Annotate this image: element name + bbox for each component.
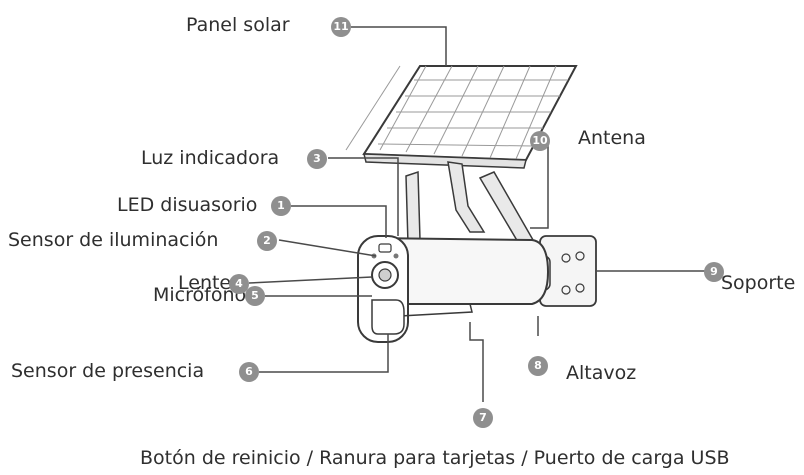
label-microfono: Micrófono [153,284,247,306]
camera-body-drawing [357,235,550,343]
badge-1: 1 [271,196,291,216]
panel-arm [447,161,486,233]
label-luz-indicadora: Luz indicadora [141,147,280,169]
label-led-disuasorio: LED disuasorio [117,194,258,216]
badge-11: 11 [331,17,351,37]
leader-lines [248,26,706,402]
solar-panel-drawing [345,65,578,169]
badge-6: 6 [239,362,259,382]
badge-2: 2 [257,231,277,251]
badge-3: 3 [307,149,327,169]
label-sensor-presencia: Sensor de presencia [11,360,205,382]
label-sensor-iluminacion: Sensor de iluminación [8,229,219,251]
label-soporte: Soporte [721,272,796,294]
badge-4: 4 [229,274,249,294]
label-lente: Lente [178,272,232,294]
label-bottom: Botón de reinicio / Ranura para tarjetas… [140,447,730,469]
badge-5: 5 [245,286,265,306]
label-altavoz: Altavoz [566,362,637,384]
label-antena: Antena [578,127,646,149]
badge-10: 10 [530,131,550,151]
badge-8: 8 [528,356,548,376]
label-panel-solar: Panel solar [186,14,290,36]
badge-7: 7 [473,408,493,428]
badge-9: 9 [704,262,724,282]
